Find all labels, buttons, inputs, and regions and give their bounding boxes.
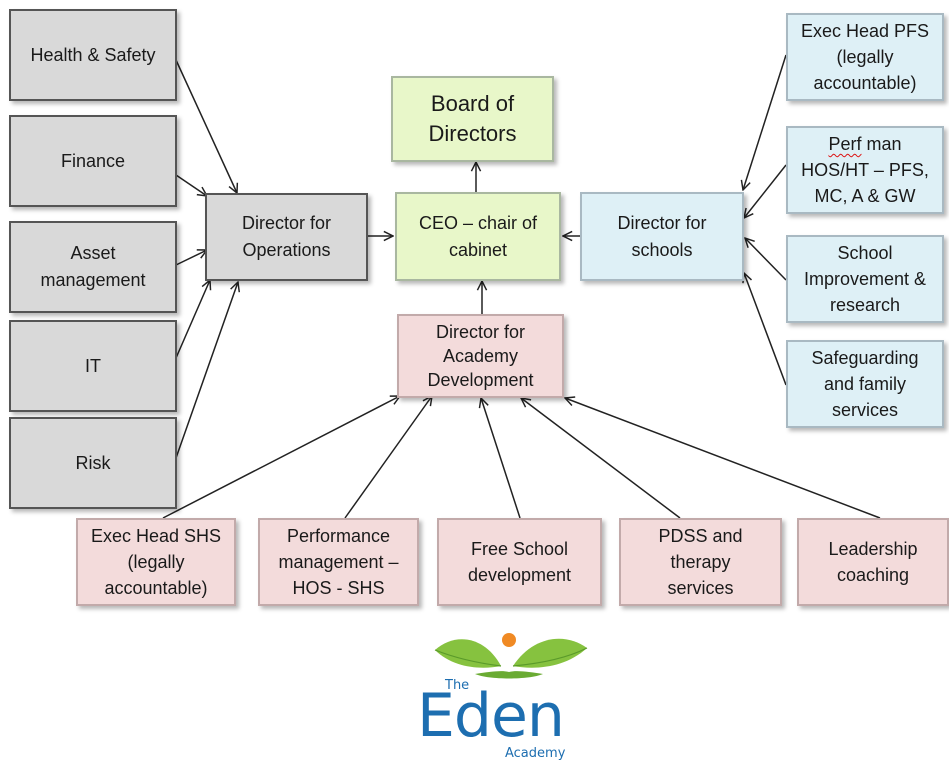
school-improvement-label: School Improvement & research: [803, 243, 927, 315]
safeguarding-label: Safeguarding and family services: [811, 348, 919, 420]
exec-head-pfs-label: Exec Head PFS (legally accountable): [800, 21, 930, 93]
finance-label: Finance: [60, 150, 126, 171]
arrow-finance-to-ops: [175, 174, 207, 196]
it-box: IT: [9, 320, 177, 412]
director-schools-box: Director for schools: [580, 192, 744, 281]
arrow-perfman-to-schools: [744, 164, 787, 218]
leadership-label: Leadership coaching: [828, 539, 918, 585]
ceo-label: CEO – chair of cabinet: [418, 212, 538, 260]
free-school-label: Free School development: [467, 539, 572, 585]
perf-man-box: Perf man HOS/HT – PFS, MC, A & GW: [786, 126, 944, 214]
arrow-execshs-to-academy: [162, 396, 400, 519]
ceo-box: CEO – chair of cabinet: [395, 192, 561, 281]
safeguarding-box: Safeguarding and family services: [786, 340, 944, 428]
school-improvement-box: School Improvement & research: [786, 235, 944, 323]
arrow-free-to-academy: [481, 398, 521, 519]
arrow-it-to-ops: [175, 280, 210, 359]
arrow-risk-to-ops: [175, 282, 238, 459]
pdss-label: PDSS and therapy services: [658, 526, 743, 598]
logo-academy: Academy: [505, 746, 566, 761]
board-of-directors-label: Board of Directors: [428, 91, 517, 146]
performance-management-box: Performance management – HOS - SHS: [258, 518, 419, 606]
arrow-leadership-to-academy: [565, 398, 881, 519]
arrow-improve-to-schools: [745, 238, 787, 281]
performance-management-label: Performance management – HOS - SHS: [278, 526, 399, 598]
perf-word: Perf: [828, 134, 862, 154]
finance-box: Finance: [9, 115, 177, 207]
director-schools-label: Director for schools: [617, 212, 707, 260]
leadership-box: Leadership coaching: [797, 518, 949, 606]
pdss-box: PDSS and therapy services: [619, 518, 782, 606]
it-label: IT: [85, 355, 101, 376]
exec-head-shs-box: Exec Head SHS (legally accountable): [76, 518, 236, 606]
logo-eden: Eden: [417, 681, 565, 751]
exec-head-shs-label: Exec Head SHS (legally accountable): [90, 526, 222, 598]
director-operations-box: Director for Operations: [205, 193, 368, 281]
director-academy-label: Director for Academy Development: [427, 322, 534, 390]
perf-man-rest: man HOS/HT – PFS, MC, A & GW: [801, 134, 929, 206]
exec-head-pfs-box: Exec Head PFS (legally accountable): [786, 13, 944, 101]
arrow-perfshs-to-academy: [344, 396, 432, 519]
arrow-safeguard-to-schools: [744, 273, 787, 386]
asset-management-label: Asset management: [40, 243, 146, 290]
director-academy-box: Director for Academy Development: [397, 314, 564, 398]
risk-label: Risk: [75, 452, 111, 473]
arrow-health-to-ops: [175, 59, 237, 193]
logo-the: The: [445, 678, 470, 693]
health-safety-box: Health & Safety: [9, 9, 177, 101]
eden-academy-logo: The Eden Academy: [405, 622, 605, 764]
leaf-icon: [434, 633, 588, 679]
asset-management-box: Asset management: [9, 221, 177, 313]
director-operations-label: Director for Operations: [241, 213, 331, 260]
free-school-box: Free School development: [437, 518, 602, 606]
board-of-directors-box: Board of Directors: [391, 76, 554, 162]
arrow-pdss-to-academy: [521, 398, 681, 519]
health-safety-label: Health & Safety: [30, 44, 156, 65]
perf-man-label: Perf man HOS/HT – PFS, MC, A & GW: [801, 131, 929, 209]
risk-box: Risk: [9, 417, 177, 509]
arrow-asset-to-ops: [175, 250, 207, 266]
arrow-execpfs-to-schools: [743, 54, 787, 190]
